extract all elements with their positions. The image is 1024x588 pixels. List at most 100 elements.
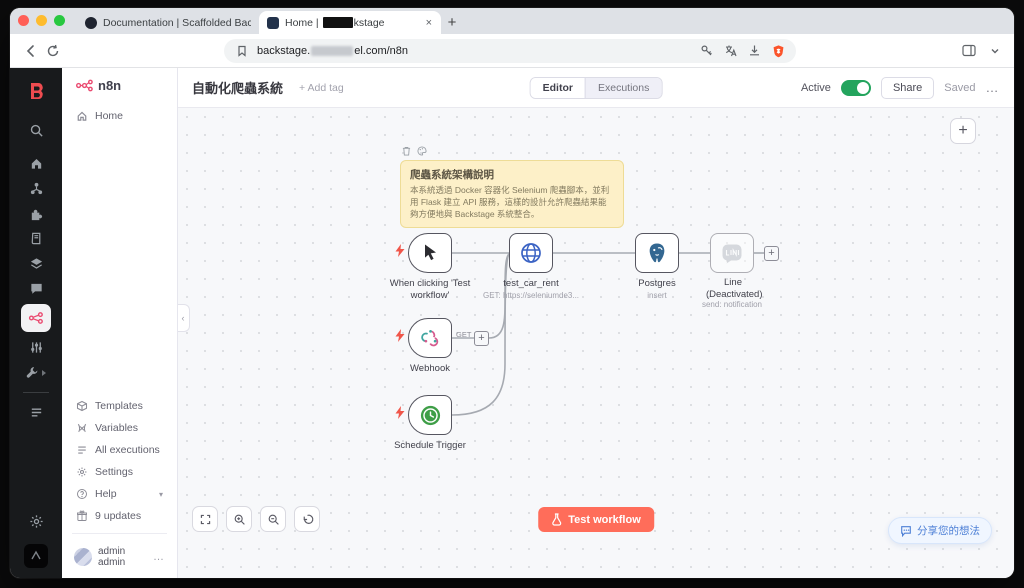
download-icon[interactable]: [745, 42, 763, 60]
active-toggle[interactable]: [840, 79, 871, 96]
tab-editor[interactable]: Editor: [530, 77, 585, 98]
sidebar-collapse-button[interactable]: ‹: [178, 304, 190, 332]
node-schedule-trigger[interactable]: Schedule Trigger: [394, 395, 466, 451]
workflow-header: 自動化爬蟲系統 + Add tag Editor Executions Acti…: [178, 68, 1014, 108]
sidebar-item-groups[interactable]: [19, 176, 53, 201]
zoom-in-button[interactable]: [226, 506, 252, 532]
n8n-logo[interactable]: n8n: [62, 78, 177, 105]
user-menu[interactable]: admin admin …: [62, 540, 177, 570]
sidebar-item-all-executions[interactable]: All executions: [62, 439, 177, 461]
node-manual-trigger[interactable]: When clicking 'Test workflow': [390, 233, 470, 301]
workflow-menu-button[interactable]: …: [985, 80, 1000, 95]
browser-tab-documentation[interactable]: Documentation | Scaffolded Bac: [77, 11, 259, 34]
node-postgres[interactable]: Postgres insert: [635, 233, 679, 300]
editor-executions-tabs: Editor Executions: [529, 76, 663, 99]
add-connected-node-button[interactable]: +: [764, 246, 779, 261]
node-webhook[interactable]: Webhook: [395, 318, 452, 374]
add-connected-node-button[interactable]: +: [474, 331, 489, 346]
tab-title: Home | kstage: [285, 16, 385, 29]
active-label: Active: [800, 81, 831, 94]
tab-favicon-icon: [85, 16, 97, 29]
address-bar[interactable]: backstage.el.com/n8n: [224, 38, 796, 63]
sidebar-item-tools[interactable]: [19, 360, 53, 385]
zoom-window-button[interactable]: [54, 14, 65, 26]
node-label: When clicking 'Test workflow': [389, 278, 471, 301]
trigger-bolt-icon: [395, 244, 405, 262]
toolbar-right-group: [960, 42, 1004, 60]
add-node-button[interactable]: +: [950, 118, 976, 144]
node-line-deactivated[interactable]: [710, 233, 754, 273]
sidebar-item-n8n-active[interactable]: [21, 304, 51, 332]
trash-icon[interactable]: [402, 146, 411, 156]
sticky-title: 爬蟲系統架構說明: [410, 169, 494, 181]
webhook-icon: [420, 329, 438, 346]
url-text: backstage.el.com/n8n: [257, 44, 409, 57]
sidebar-item-settings[interactable]: Settings: [62, 461, 177, 483]
sticky-note[interactable]: 爬蟲系統架構說明 本系統透過 Docker 容器化 Selenium 爬蟲腳本，…: [400, 160, 624, 228]
sidebar-item-home[interactable]: Home: [62, 105, 177, 127]
undo-button[interactable]: [294, 506, 320, 532]
fit-view-button[interactable]: [192, 506, 218, 532]
backstage-logo-icon[interactable]: [24, 80, 48, 104]
brave-shield-icon[interactable]: [769, 42, 787, 60]
bookmark-icon[interactable]: [233, 42, 251, 60]
line-messenger-icon: [722, 244, 742, 264]
sidebar-item-docs[interactable]: [19, 226, 53, 251]
saved-status: Saved: [944, 81, 976, 94]
sidebar-item-levels[interactable]: [19, 335, 53, 360]
feedback-button[interactable]: 分享您的想法: [888, 517, 992, 544]
node-http-request[interactable]: test_car_rent GET: https://seleniumde3..…: [483, 233, 579, 300]
cursor-icon: [425, 244, 436, 261]
browser-window: Documentation | Scaffolded Bac Home | ks…: [10, 8, 1014, 578]
node-label: Schedule Trigger: [394, 440, 466, 451]
sidebar-item-layers[interactable]: [19, 251, 53, 276]
zoom-out-button[interactable]: [260, 506, 286, 532]
key-icon[interactable]: [697, 42, 715, 60]
sidebar-item-plugins[interactable]: [19, 201, 53, 226]
connection-method-label: GET: [456, 330, 472, 339]
translate-icon[interactable]: [721, 42, 739, 60]
minimize-window-button[interactable]: [36, 14, 47, 26]
node-subtitle: send: notification: [701, 300, 763, 309]
share-button[interactable]: Share: [880, 76, 935, 99]
connection-wires: [451, 252, 764, 416]
canvas-controls: [192, 506, 320, 532]
sidebar-item-help[interactable]: Help ▾: [62, 483, 177, 505]
close-tab-icon[interactable]: ×: [425, 16, 432, 29]
n8n-main: 自動化爬蟲系統 + Add tag Editor Executions Acti…: [178, 68, 1014, 578]
test-workflow-button[interactable]: Test workflow: [538, 507, 654, 532]
sidebar-item-variables[interactable]: Variables: [62, 417, 177, 439]
palette-icon[interactable]: [417, 146, 427, 156]
node-label: Line (Deactivated): [706, 277, 763, 300]
chat-bubble-icon: [901, 525, 911, 537]
close-window-button[interactable]: [18, 14, 29, 26]
sidebar-item-home[interactable]: [19, 151, 53, 176]
sidebar-item-templates[interactable]: Templates: [62, 395, 177, 417]
tab-title: Documentation | Scaffolded Bac: [103, 16, 251, 29]
sidebar-item-chat[interactable]: [19, 276, 53, 301]
clock-icon: [420, 405, 440, 425]
new-tab-button[interactable]: +: [447, 13, 457, 31]
tab-executions[interactable]: Executions: [584, 77, 662, 98]
sidebar-item-settings[interactable]: [19, 509, 53, 534]
reload-icon[interactable]: [42, 40, 64, 62]
browser-toolbar: backstage.el.com/n8n: [10, 34, 1014, 68]
backstage-sidebar: [10, 68, 62, 578]
browser-tab-home[interactable]: Home | kstage ×: [259, 11, 441, 34]
user-more-icon[interactable]: …: [153, 551, 165, 563]
side-panel-icon[interactable]: [960, 42, 978, 60]
back-icon[interactable]: [20, 40, 42, 62]
chevron-down-icon[interactable]: [986, 42, 1004, 60]
flask-icon: [552, 513, 562, 526]
redacted-text: [322, 16, 353, 28]
company-logo-icon[interactable]: [24, 544, 48, 568]
trigger-bolt-icon: [395, 406, 405, 424]
sidebar-item-menu[interactable]: [19, 400, 53, 425]
workflow-canvas[interactable]: ‹ + 爬蟲系統架構說明: [178, 108, 1014, 578]
globe-icon: [521, 243, 541, 263]
sidebar-item-search[interactable]: [19, 118, 53, 143]
workflow-title[interactable]: 自動化爬蟲系統: [192, 81, 284, 96]
sidebar-item-updates[interactable]: 9 updates: [62, 505, 177, 527]
add-tag-button[interactable]: + Add tag: [299, 81, 344, 94]
sidebar-divider: [23, 392, 49, 393]
